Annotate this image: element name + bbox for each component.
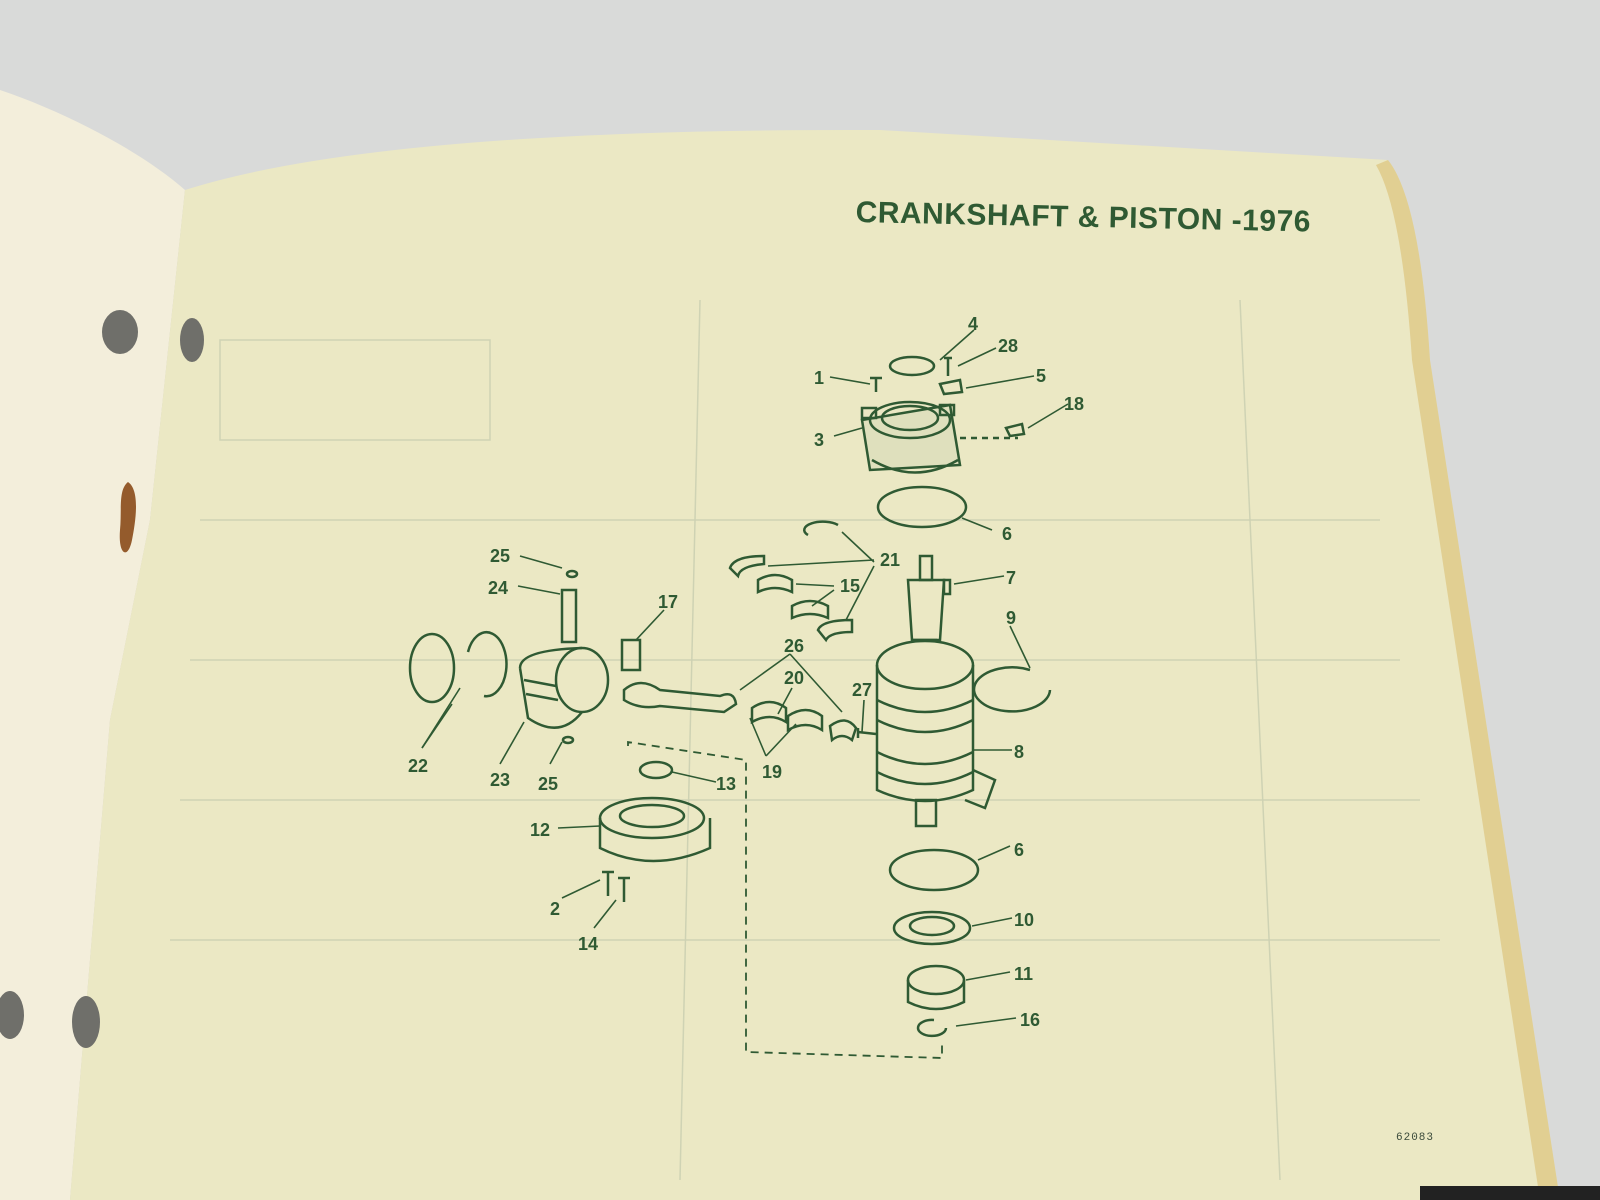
piston-ring-22a: [408, 632, 456, 704]
screw-part-14: [618, 876, 630, 902]
figure-number: 62083: [1396, 1132, 1435, 1144]
bearing-cage-15a: [756, 573, 794, 594]
callout-4: 4: [968, 314, 978, 334]
piston: [518, 646, 610, 729]
crankshaft: [875, 554, 997, 828]
bearing-cage-15b: [790, 599, 830, 620]
callout-28: 28: [998, 336, 1018, 356]
snap-ring-21: [803, 520, 839, 537]
right-page-yellowed-edge: [1376, 160, 1560, 1200]
callout-24: 24: [488, 578, 508, 598]
callout-27: 27: [852, 680, 872, 700]
lower-bearing-housing: [598, 796, 712, 863]
dashed-assembly-line: [627, 740, 943, 1059]
screw-part-28: [944, 356, 952, 376]
callout-6-bottom: 6: [1014, 840, 1024, 860]
right-page: [70, 129, 1560, 1200]
callout-18: 18: [1064, 394, 1084, 414]
ball-bearing-part-11: [906, 964, 966, 1011]
callout-7: 7: [1006, 568, 1016, 588]
clip-part-5: [938, 378, 964, 396]
needle-bearing-17: [620, 638, 642, 672]
upper-main-bearing-housing: [860, 400, 962, 474]
leader-lines: [421, 329, 1069, 1027]
screw-part-1: [870, 376, 882, 392]
washer-part-10: [892, 910, 972, 946]
callout-6-top: 6: [1002, 524, 1012, 544]
callout-22: 22: [408, 756, 428, 776]
clip-part-18: [1004, 422, 1026, 438]
callout-1: 1: [814, 368, 824, 388]
bearing-liner-21b: [816, 618, 854, 643]
callout-2: 2: [550, 899, 560, 919]
bottom-strip: [1420, 1186, 1600, 1200]
bearing-cage-19a: [750, 700, 788, 725]
callout-13: 13: [716, 774, 736, 794]
snap-ring-16: [916, 1018, 948, 1038]
binder-hole: [102, 310, 138, 354]
callout-10: 10: [1014, 910, 1034, 930]
binder-hole: [0, 991, 24, 1039]
seal-part-4: [888, 355, 936, 377]
callout-23: 23: [490, 770, 510, 790]
piston-ring-22b: [466, 631, 508, 698]
callout-numbers: 1 2 3 4 5 6 6 7 8 9 10 11 12 13 14 15 16…: [408, 314, 1084, 1030]
pin-clip-25-bottom: [561, 735, 575, 745]
callout-15: 15: [840, 576, 860, 596]
callout-3: 3: [814, 430, 824, 450]
left-page: [0, 90, 185, 1200]
exploded-parts-drawing: [408, 355, 1052, 1059]
callout-9: 9: [1006, 608, 1016, 628]
callout-26: 26: [784, 636, 804, 656]
callout-16: 16: [1020, 1010, 1040, 1030]
o-ring-bottom: [888, 848, 980, 892]
bearing-liner-21a: [728, 554, 766, 579]
rust-stain: [119, 482, 136, 553]
callout-11: 11: [1014, 964, 1033, 984]
pin-clip-25-top: [565, 569, 579, 579]
callout-14: 14: [578, 934, 598, 954]
callout-25-top: 25: [490, 546, 510, 566]
callout-8: 8: [1014, 742, 1024, 762]
binder-hole: [180, 318, 204, 362]
screw-part-2: [602, 870, 614, 896]
connecting-rod: [622, 681, 738, 714]
callout-21: 21: [880, 550, 900, 570]
screw-part-27: [856, 728, 877, 738]
binder-hole: [72, 996, 100, 1048]
seal-part-13: [638, 760, 674, 780]
bleed-through-lines: [170, 299, 1440, 1181]
callout-20: 20: [784, 668, 804, 688]
callout-17: 17: [658, 592, 678, 612]
bearing-cage-19b: [786, 708, 824, 733]
o-ring-top: [876, 485, 968, 529]
key-part-7: [942, 578, 952, 596]
callout-25-bottom: 25: [538, 774, 558, 794]
callout-12: 12: [530, 820, 550, 840]
retaining-ring-9: [972, 666, 1052, 713]
callout-19: 19: [762, 762, 782, 782]
callout-5: 5: [1036, 366, 1046, 386]
piston-pin: [560, 588, 578, 644]
rod-cap-26: [828, 719, 858, 743]
